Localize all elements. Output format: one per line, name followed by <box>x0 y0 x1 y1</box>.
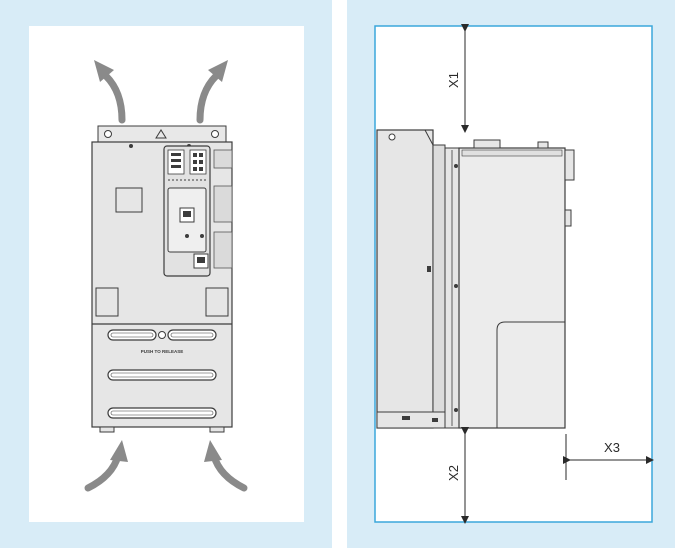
vent-slot <box>107 407 217 419</box>
keypad-buttons-icon <box>189 149 207 175</box>
side-view-panel: X1 X2 X3 <box>347 0 675 548</box>
mount-hole-icon <box>211 130 219 138</box>
exhaust-arrow-right <box>196 60 228 124</box>
vent-slot <box>107 369 217 381</box>
dimension-x2: X2 <box>446 427 469 524</box>
push-to-release-label: PUSH TO RELEASE <box>141 349 183 354</box>
drive-body <box>91 141 233 428</box>
front-view-panel: PUSH TO RELEASE <box>0 0 332 548</box>
front-window <box>115 187 143 213</box>
mount-hole-icon <box>388 133 396 141</box>
vent-slot <box>167 329 217 341</box>
dimension-x3: X3 <box>563 434 654 480</box>
dimension-x1: X1 <box>446 24 469 133</box>
vent-slot <box>107 329 157 341</box>
mount-hole-icon <box>104 130 112 138</box>
drive-front-view: PUSH TO RELEASE <box>91 125 233 433</box>
dimension-label-x3: X3 <box>604 440 620 455</box>
warning-triangle-icon <box>155 129 167 139</box>
dimension-label-x2: X2 <box>446 465 461 481</box>
intake-arrow-left <box>84 440 128 492</box>
intake-arrow-right <box>204 440 248 492</box>
exhaust-arrow-left <box>94 60 126 124</box>
dimension-label-x1: X1 <box>446 72 461 88</box>
drive-side-view <box>376 129 575 429</box>
